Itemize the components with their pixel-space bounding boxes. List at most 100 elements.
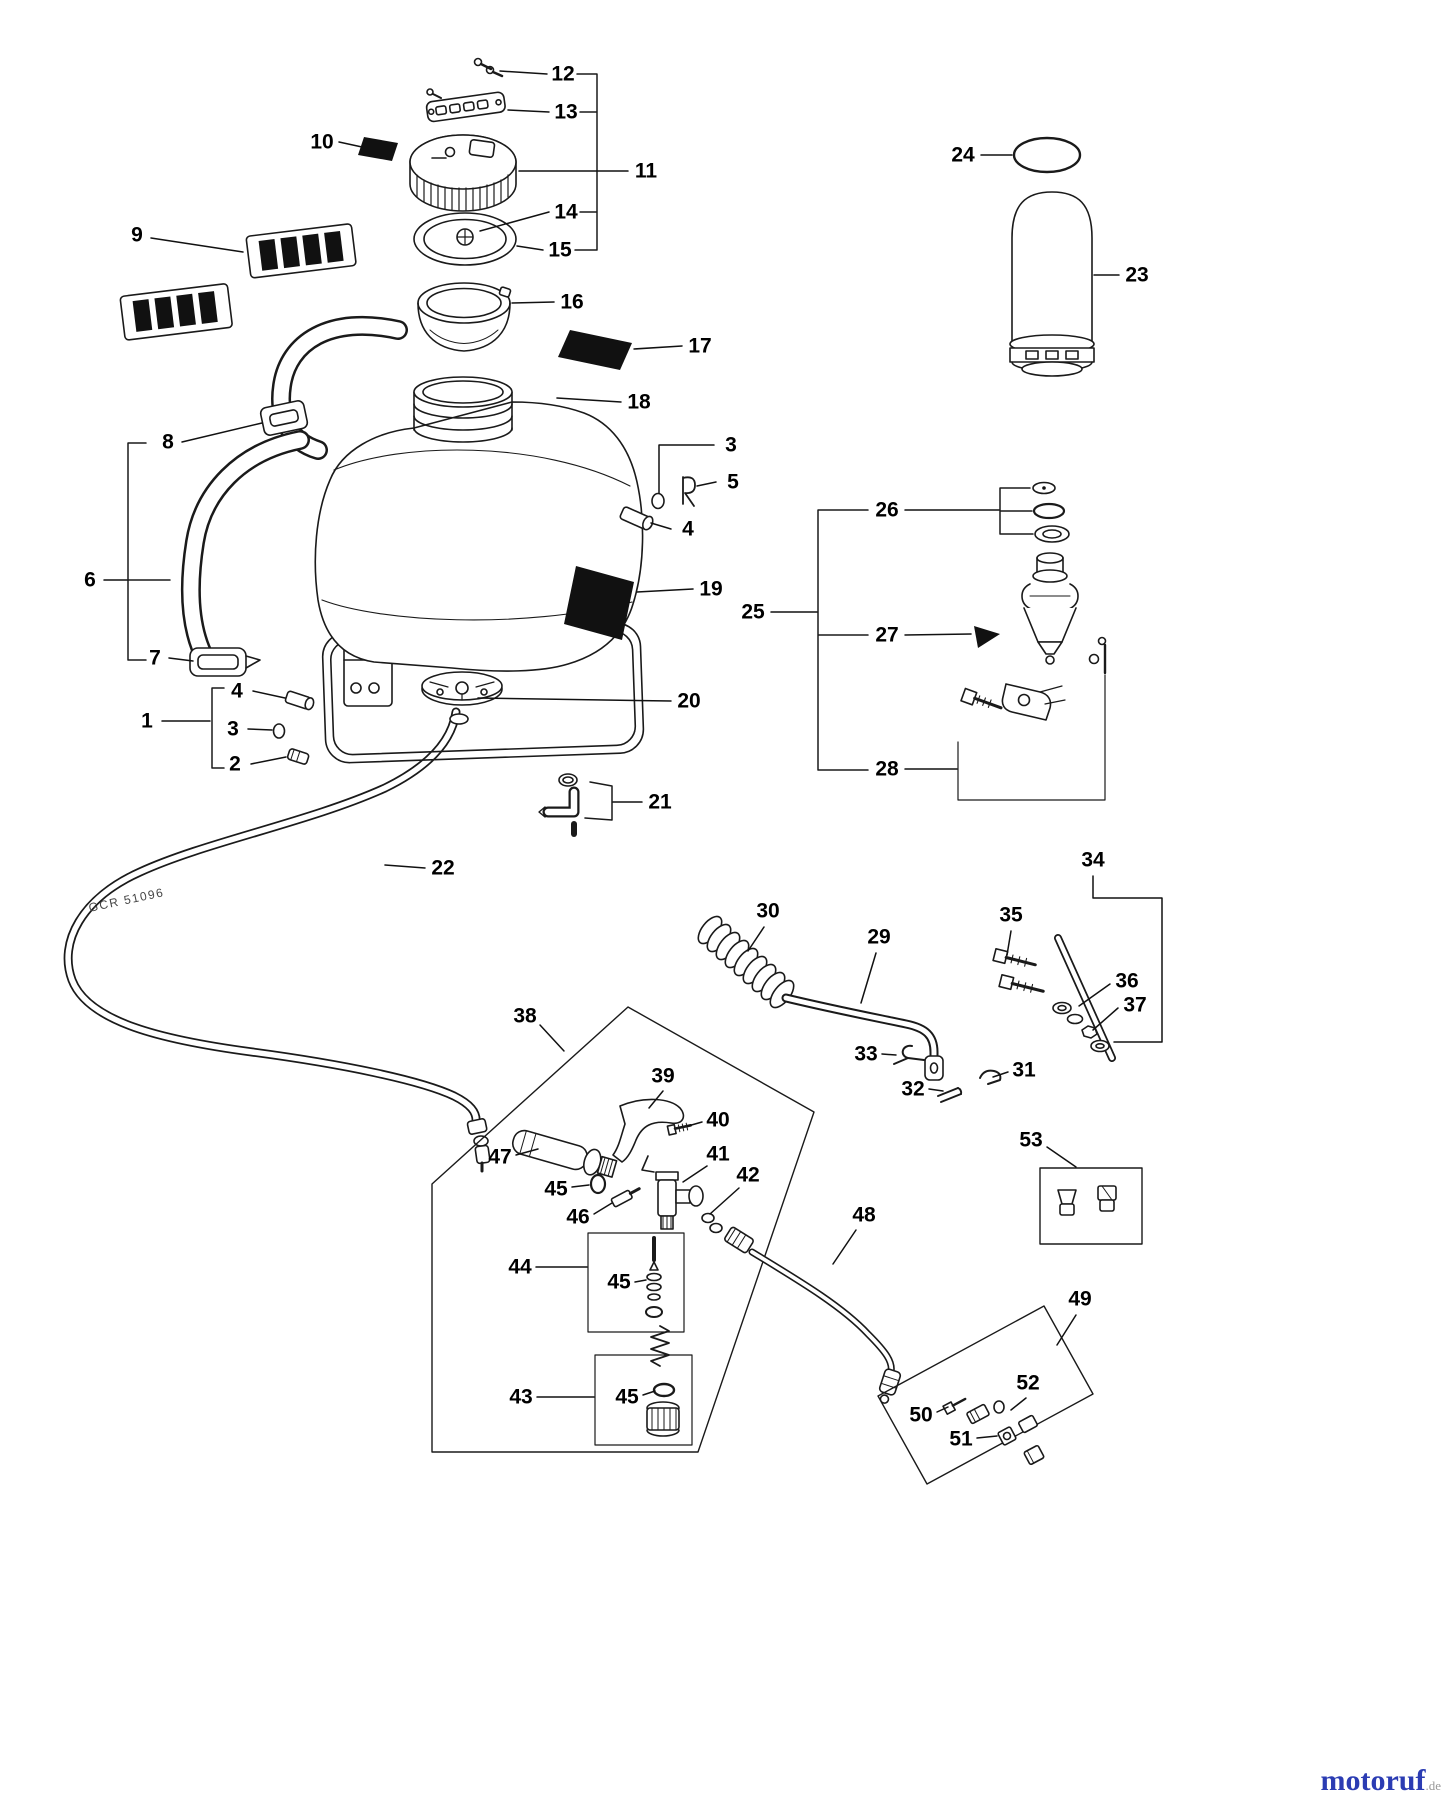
leader-line-22-29 <box>384 864 426 869</box>
label-pad-17 <box>558 330 632 370</box>
elbow-fitting-21 <box>538 773 580 837</box>
part-number-label-7-21: 7 <box>149 646 161 670</box>
valve-seals-26 <box>1032 481 1070 543</box>
leader-line-2-26 <box>250 756 287 765</box>
leader-line-42-44 <box>709 1187 740 1215</box>
pump-cylinder-23 <box>1009 191 1095 377</box>
leader-line-30-31 <box>747 926 765 952</box>
part-number-label-46-47: 46 <box>566 1205 590 1229</box>
part-number-label-5-14: 5 <box>727 470 739 494</box>
oring-45-grip <box>589 1173 607 1195</box>
part-number-label-20-25: 20 <box>677 689 701 713</box>
leader-line-41-43 <box>682 1165 708 1183</box>
filter-basket-16 <box>417 282 512 352</box>
label-pad-10 <box>358 137 398 161</box>
leader-line-19-20 <box>636 588 694 593</box>
part-number-label-37-35: 37 <box>1123 993 1147 1017</box>
suction-hose-22 <box>63 707 491 1173</box>
part-number-label-13-1: 13 <box>554 100 578 124</box>
leader-line-39-38 <box>648 1090 664 1109</box>
leader-line-5-14 <box>696 481 717 487</box>
part-number-label-12-0: 12 <box>551 62 575 86</box>
part-number-label-53-45: 53 <box>1019 1128 1043 1152</box>
shoulder-strap-bands <box>180 315 408 670</box>
bracket-outline-28 <box>957 674 1106 801</box>
part-number-label-2-26: 2 <box>229 752 241 776</box>
trigger-assembly-outline-38 <box>431 1006 815 1453</box>
leader-line-10-2 <box>338 141 363 148</box>
washers-42 <box>701 1212 723 1234</box>
part-number-label-10-2: 10 <box>310 130 334 154</box>
leader-line-48-48 <box>832 1229 857 1265</box>
pin-46 <box>610 1187 641 1208</box>
part-number-label-41-43: 41 <box>706 1142 730 1166</box>
pointer-pad-27 <box>974 626 1000 648</box>
part-number-label-4-22: 4 <box>231 679 243 703</box>
part-number-label-39-38: 39 <box>651 1064 675 1088</box>
leader-line-51-56 <box>976 1435 998 1439</box>
part-number-label-22-29: 22 <box>431 856 455 880</box>
leader-line-13-1 <box>507 109 550 113</box>
pump-lid-11 <box>409 134 517 212</box>
fitting-parts-group-1 <box>272 690 315 765</box>
leader-line-50-55 <box>936 1406 949 1413</box>
watermark-name: motoruf <box>1320 1764 1426 1797</box>
leader-line-53-45 <box>1046 1146 1077 1168</box>
leader-line-3-13 <box>658 444 715 494</box>
part-number-label-28-27: 28 <box>875 757 899 781</box>
valve-body-41 <box>655 1171 704 1230</box>
part-number-label-23-9: 23 <box>1125 263 1149 287</box>
outlet-valve-28 <box>960 636 1107 721</box>
leader-line-35-32 <box>1006 930 1012 956</box>
part-number-label-16-8: 16 <box>560 290 584 314</box>
part-number-label-45-46: 45 <box>544 1177 568 1201</box>
part-number-label-8-12: 8 <box>162 430 174 454</box>
leader-line-45-46 <box>571 1184 590 1188</box>
part-number-label-25-18: 25 <box>741 600 765 624</box>
handle-grip-coil-30 <box>697 915 795 1009</box>
nozzle-tips-53 <box>1039 1167 1143 1245</box>
part-number-label-19-20: 19 <box>699 577 723 601</box>
part-number-label-45-53: 45 <box>615 1385 639 1409</box>
leader-line-3-24 <box>247 728 273 731</box>
part-number-label-3-13: 3 <box>725 433 737 457</box>
leader-line-45-50 <box>634 1279 647 1283</box>
leader-line-16-8 <box>511 301 555 304</box>
part-number-label-36-34: 36 <box>1115 969 1139 993</box>
part-number-label-44-49: 44 <box>508 1255 532 1279</box>
leader-line-20-25 <box>477 697 672 702</box>
part-number-label-17-10: 17 <box>688 334 712 358</box>
part-number-label-50-55: 50 <box>909 1403 933 1427</box>
label-pad-19 <box>564 566 634 640</box>
tank-body <box>314 401 644 672</box>
clip-32 <box>937 1087 963 1103</box>
bracket-plate-13 <box>425 91 506 123</box>
part-number-label-29-33: 29 <box>867 925 891 949</box>
grip-47 <box>511 1129 618 1178</box>
part-number-label-49-51: 49 <box>1068 1287 1092 1311</box>
part-number-label-43-52: 43 <box>509 1385 533 1409</box>
leader-line-36-34 <box>1078 983 1111 1007</box>
part-number-label-3-24: 3 <box>227 717 239 741</box>
leader-line-15-5 <box>516 245 544 251</box>
clip-31 <box>979 1069 1002 1085</box>
part-number-label-52-54: 52 <box>1016 1371 1040 1395</box>
part-number-label-42-44: 42 <box>736 1163 760 1187</box>
valve-assembly-25 <box>1021 552 1079 665</box>
watermark: motoruf.de <box>1320 1766 1441 1796</box>
part-number-label-14-4: 14 <box>554 200 578 224</box>
pin-oring-clip-parts <box>619 476 696 531</box>
leader-line-52-54 <box>1010 1397 1027 1411</box>
part-number-label-31-40: 31 <box>1012 1058 1036 1082</box>
washers-36 <box>1052 1001 1084 1025</box>
cotter-pin-33 <box>893 1044 925 1065</box>
part-number-label-51-56: 51 <box>949 1427 973 1451</box>
leader-line-49-51 <box>1056 1314 1077 1346</box>
oring-24 <box>1012 136 1082 174</box>
part-number-label-30-31: 30 <box>756 899 780 923</box>
nut-washer-37 <box>1081 1025 1110 1053</box>
leader-line-38-36 <box>539 1024 565 1052</box>
